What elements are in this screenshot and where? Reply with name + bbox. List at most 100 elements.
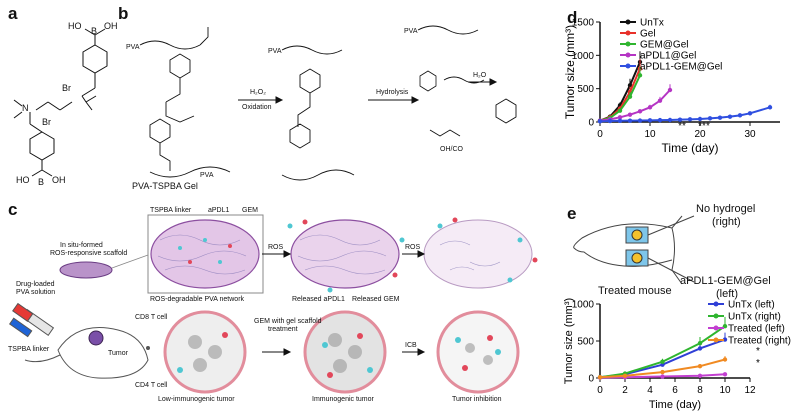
nitrogen-label: N [22, 103, 29, 113]
data-point [697, 346, 703, 351]
apdl1-label: aPDL1 [208, 207, 230, 214]
treated-label-1: aPDL1-GEM@Gel [680, 275, 771, 287]
data-point [667, 117, 673, 123]
y-tick-label: 0 [588, 374, 594, 385]
y-tick-label: 1500 [572, 18, 595, 29]
y-tick-label: 1000 [572, 51, 595, 62]
y-tick-label: 500 [577, 337, 594, 348]
x-tick-label: 20 [694, 129, 706, 140]
legend-label: UnTx (left) [728, 300, 775, 311]
x-tick-label: 30 [744, 129, 756, 140]
data-point [707, 116, 713, 121]
tumor-left [631, 252, 643, 264]
y-tick-label: 0 [588, 118, 594, 129]
tumor-inhibition-label: Tumor inhibition [452, 396, 502, 403]
legend-marker [713, 337, 719, 343]
tumor-on-mouse [88, 330, 104, 346]
data-point [737, 113, 743, 118]
gem-treatment-label-1: GEM with gel scaffold [254, 318, 322, 325]
boron-label-top: B [91, 26, 98, 36]
pva-label-1: PVA [126, 44, 140, 51]
legend-marker [625, 19, 631, 25]
y-tick-label: 500 [577, 84, 594, 95]
data-point [747, 111, 753, 116]
tspba-linker-label-2: TSPBA linker [8, 346, 50, 353]
tumor-label: Tumor [108, 350, 128, 357]
treated-mouse-label: Treated mouse [598, 285, 672, 297]
immunogenic-label: Immunogenic tumor [312, 396, 374, 403]
pva-label-right: PVA [404, 28, 418, 35]
released-gem-label: Released GEM [352, 296, 400, 303]
panel-label-e: e [567, 204, 577, 223]
data-point [622, 373, 628, 378]
no-hydrogel-label-2: (right) [712, 216, 741, 228]
x-tick-label: 10 [644, 129, 656, 140]
released-apdl1-label: Released aPDL1 [292, 296, 345, 303]
panel-label-a: a [8, 4, 18, 23]
legend-label: aPDL1-GEM@Gel [640, 62, 722, 73]
data-point [660, 359, 665, 364]
data-point [647, 105, 653, 110]
h2o-label: H₂O [473, 72, 487, 79]
legend-marker [625, 63, 631, 69]
data-point [722, 372, 728, 377]
h2o2-label: H₂O₂ [250, 89, 266, 96]
legend-label: Treated (left) [728, 324, 785, 335]
data-point [617, 108, 623, 113]
data-point [597, 375, 603, 380]
data-point [627, 94, 633, 99]
y-tick-label: 1000 [572, 300, 595, 311]
pva-label-2: PVA [268, 48, 282, 55]
drug-loaded-label-1: Drug-loaded [16, 281, 55, 288]
tumor-inhibition [436, 310, 520, 394]
data-point [660, 374, 665, 379]
legend-label: Gel [640, 29, 656, 40]
oh-label-top: OH [104, 21, 118, 31]
insitu-label-2: ROS-responsive scaffold [50, 250, 128, 257]
x-tick-label: 0 [597, 129, 603, 140]
gem-treatment-label-2: treatment [268, 326, 298, 333]
x-tick-label: 12 [744, 385, 756, 396]
data-point [667, 87, 673, 93]
tumor-right [631, 229, 643, 241]
legend-label: aPDL1@Gel [640, 51, 696, 62]
x-tick-label: 6 [672, 385, 678, 396]
treated-label-2: (left) [716, 288, 738, 300]
gem-label: GEM [242, 207, 258, 214]
legend-marker [625, 30, 631, 36]
data-point [697, 116, 703, 122]
x-axis-label: Time (day) [662, 141, 719, 155]
data-point [697, 341, 703, 346]
legend-label: GEM@Gel [640, 40, 689, 51]
data-point [727, 114, 733, 119]
ros-label-1: ROS [268, 244, 284, 251]
legend-marker [625, 41, 631, 47]
significance-mark: * [756, 346, 760, 357]
drug-loaded-label-2: PVA solution [16, 289, 56, 296]
tumor-immunogenic [303, 310, 387, 394]
data-point [617, 115, 623, 120]
data-point [607, 118, 613, 124]
panel-b-scheme [139, 25, 517, 181]
y-axis-label: Tumor size (mm³) [563, 298, 575, 384]
data-point [657, 98, 663, 103]
data-point [627, 83, 633, 88]
insitu-label-1: In situ-formed [60, 242, 103, 249]
data-point [660, 369, 665, 375]
data-point [597, 119, 603, 124]
data-point [627, 118, 633, 123]
significance-mark: ** [678, 121, 686, 132]
legend-marker [713, 301, 719, 307]
panel-a-structure [13, 28, 108, 177]
gel-name-label: PVA-TSPBA Gel [132, 181, 198, 191]
panel-label-d: d [567, 8, 578, 27]
oxidation-label: Oxidation [242, 104, 272, 111]
data-point [767, 105, 773, 110]
legend-marker [713, 313, 719, 319]
x-tick-label: 4 [647, 385, 653, 396]
